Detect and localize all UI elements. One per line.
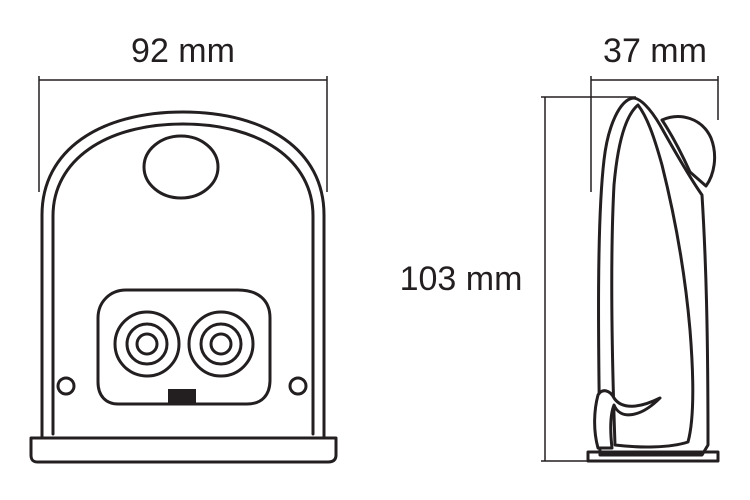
front-body-inner-rim bbox=[51, 122, 315, 436]
side-base-plate bbox=[586, 450, 720, 463]
screw-hole-left bbox=[56, 376, 76, 396]
base-plate bbox=[29, 436, 338, 464]
side-bottom-bracket bbox=[593, 389, 662, 450]
led-left bbox=[113, 310, 181, 378]
bottom-tab bbox=[168, 389, 196, 403]
screw-hole-right bbox=[288, 376, 308, 396]
front-view bbox=[29, 110, 338, 464]
height-label: 103 mm bbox=[400, 260, 523, 298]
width-label: 92 mm bbox=[131, 32, 235, 70]
depth-label: 37 mm bbox=[603, 32, 707, 70]
motion-sensor bbox=[142, 134, 220, 200]
height-dimension: 103 mm bbox=[400, 96, 636, 462]
side-view bbox=[586, 96, 720, 463]
depth-dimension: 37 mm bbox=[590, 32, 719, 192]
led-housing bbox=[96, 288, 272, 406]
side-body-outline bbox=[597, 96, 710, 457]
front-body-outline bbox=[40, 110, 326, 440]
led-right bbox=[187, 310, 255, 378]
width-dimension: 92 mm bbox=[38, 32, 328, 192]
side-inner-contour bbox=[610, 103, 695, 449]
side-sensor-dome bbox=[660, 115, 717, 188]
